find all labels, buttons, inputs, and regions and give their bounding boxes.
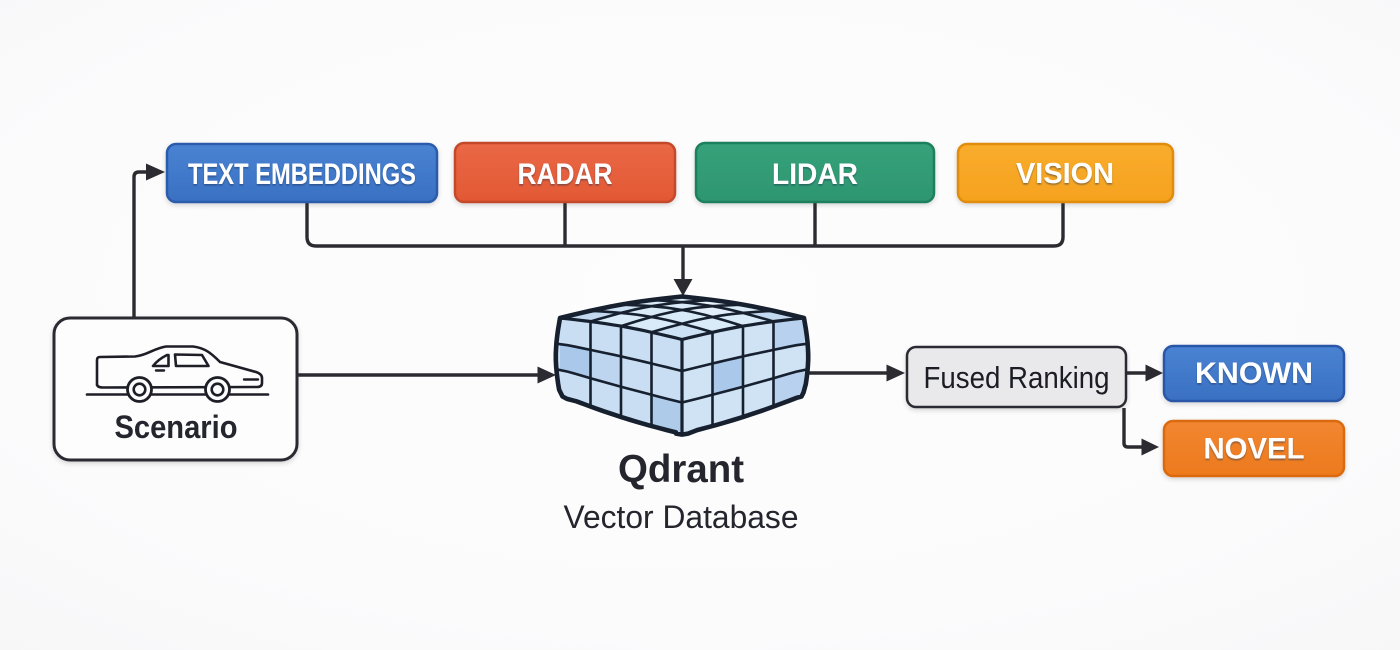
svg-text:Qdrant: Qdrant <box>618 448 744 491</box>
svg-text:LIDAR: LIDAR <box>772 158 858 191</box>
svg-text:NOVEL: NOVEL <box>1204 433 1305 466</box>
svg-text:Vector Database: Vector Database <box>564 499 799 535</box>
svg-text:VISION: VISION <box>1016 158 1114 190</box>
svg-text:Scenario: Scenario <box>115 409 238 445</box>
svg-text:KNOWN: KNOWN <box>1195 357 1313 390</box>
svg-text:TEXT EMBEDDINGS: TEXT EMBEDDINGS <box>188 158 416 191</box>
svg-text:RADAR: RADAR <box>518 158 613 191</box>
svg-text:Fused Ranking: Fused Ranking <box>924 360 1110 395</box>
